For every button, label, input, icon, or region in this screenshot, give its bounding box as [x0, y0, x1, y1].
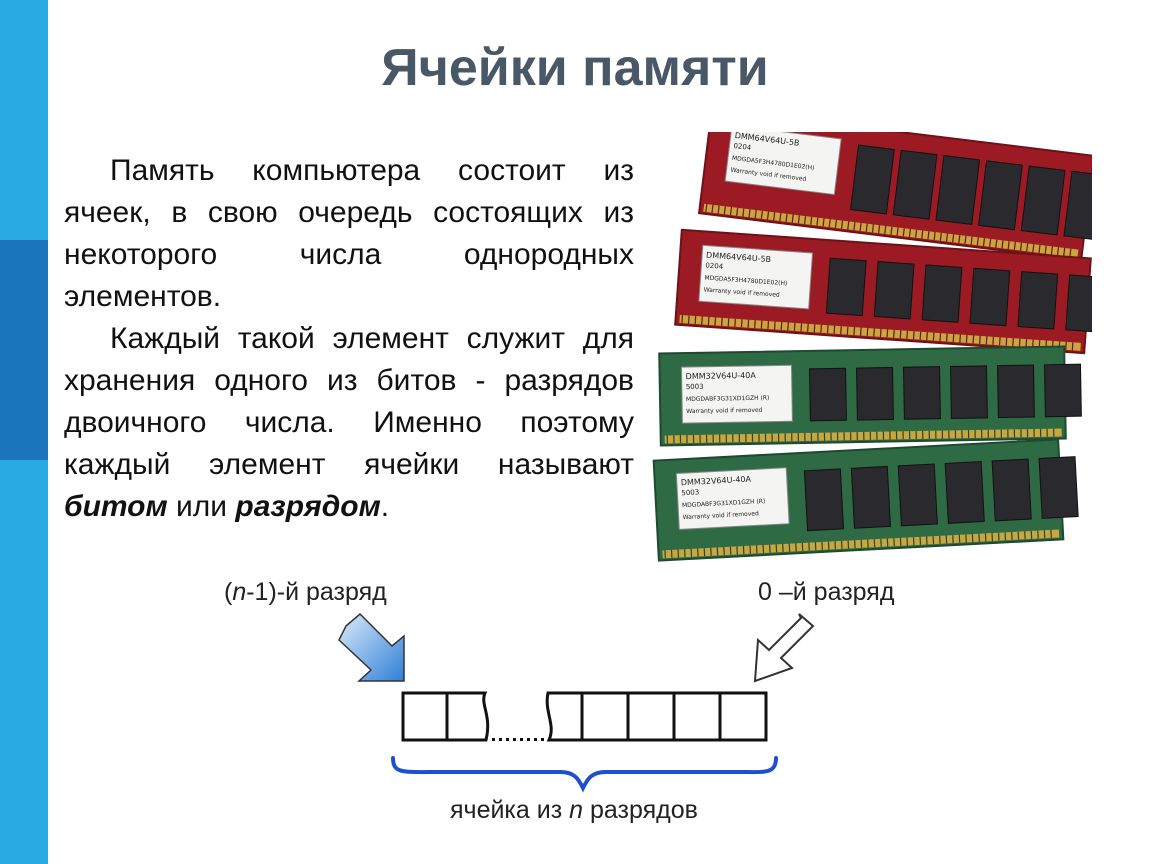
ram-module: DMM64V64U-5B0204MDGDA5F3H4780D1E02(H)War…	[674, 228, 1092, 355]
msb-arrow-icon	[338, 612, 405, 682]
ram-label-text: MDGDABF3G31XD1GZH (R)	[682, 498, 766, 509]
ram-modules-photo: DMM64V64U-5B0204MDGDA5F3H4780D1E02(H)War…	[652, 132, 1092, 562]
paragraph-1: Память компьютера состоит из ячеек, в св…	[64, 154, 634, 313]
ram-label-text: 0204	[705, 262, 724, 271]
ram-label-text: 0204	[733, 142, 752, 152]
sidebar-decoration	[0, 0, 48, 864]
ram-label-text: MDGDABF3G31XD1GZH (R)	[686, 395, 769, 403]
cell-caption: ячейка из n разрядов	[450, 796, 698, 824]
bit-cells-left	[401, 691, 490, 742]
bit-cells-right	[545, 691, 768, 742]
ram-label-text: 5003	[681, 488, 699, 497]
ram-module: DMM64V64U-5B0204MDGDA5F3H4780D1E02(H)War…	[697, 132, 1092, 262]
paragraph-2: Каждый такой элемент служит для хранения…	[64, 322, 634, 523]
ram-label-text: Warranty void if removed	[686, 407, 763, 415]
lsb-arrow-icon	[753, 613, 815, 683]
ram-label-text: Warranty void if removed	[683, 510, 760, 521]
slide-title: Ячейки памяти	[381, 39, 769, 97]
term-digit: разрядом	[235, 490, 381, 523]
ram-label-text: DMM32V64U-40A	[686, 371, 757, 381]
body-text: Память компьютера состоит из ячеек, в св…	[64, 150, 634, 528]
msb-label: (n-1)-й разряд	[224, 578, 387, 606]
lsb-label: 0 –й разряд	[758, 578, 895, 606]
ellipsis-dots	[492, 738, 544, 741]
ram-label-text: DMM32V64U-40A	[681, 475, 752, 488]
ram-label-text: 5003	[686, 383, 704, 391]
cell-brace	[391, 756, 778, 793]
term-bit: битом	[64, 490, 168, 523]
